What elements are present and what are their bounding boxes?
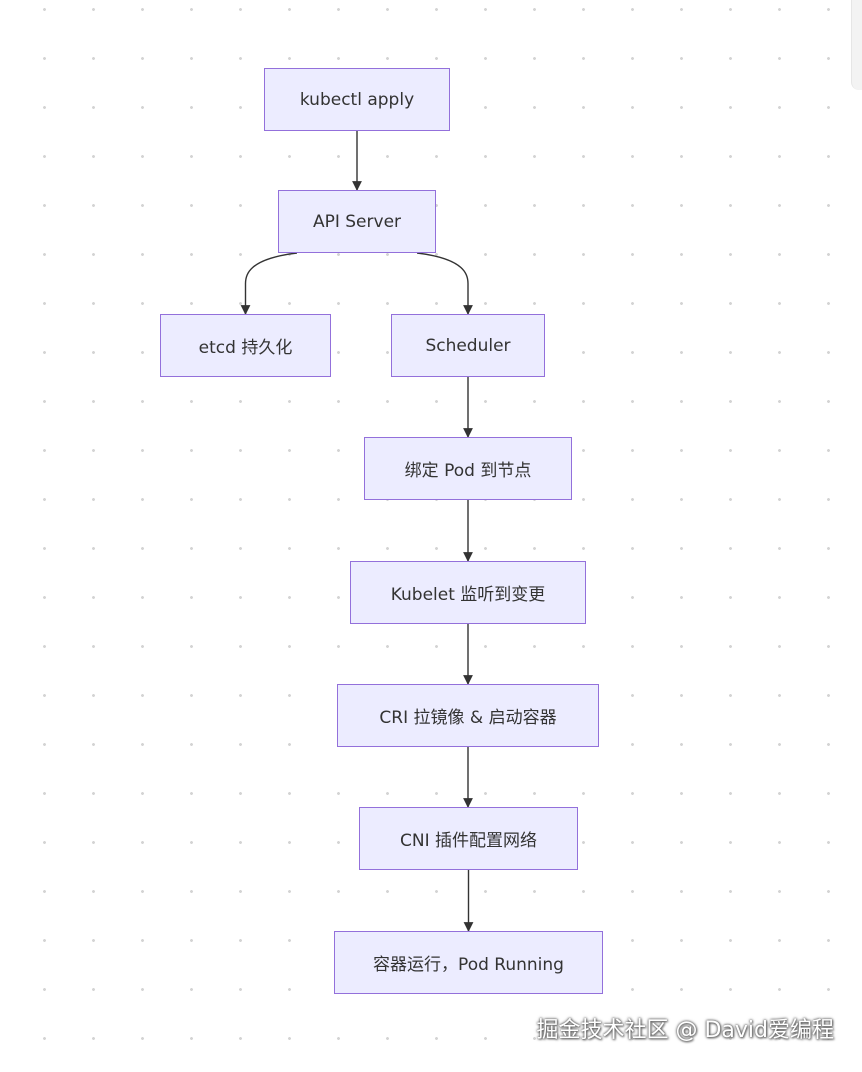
node-kubectl-apply: kubectl apply — [264, 68, 450, 131]
node-scheduler: Scheduler — [391, 314, 545, 377]
node-bind-pod: 绑定 Pod 到节点 — [364, 437, 572, 500]
node-label: Kubelet 监听到变更 — [390, 585, 546, 605]
node-label: API Server — [312, 211, 402, 232]
node-label: CRI 拉镜像 & 启动容器 — [379, 708, 557, 728]
node-pod-running: 容器运行，Pod Running — [334, 931, 603, 994]
node-cri: CRI 拉镜像 & 启动容器 — [337, 684, 599, 747]
node-kubelet: Kubelet 监听到变更 — [350, 561, 586, 624]
watermark: 掘金技术社区 @ David爱编程 — [536, 1018, 834, 1043]
node-label: 绑定 Pod 到节点 — [404, 461, 532, 481]
node-etcd: etcd 持久化 — [160, 314, 331, 377]
node-label: Scheduler — [425, 335, 511, 356]
edge-api-to-scheduler — [416, 252, 473, 315]
node-label: CNI 插件配置网络 — [399, 831, 537, 851]
node-label: 容器运行，Pod Running — [373, 955, 564, 975]
node-cni: CNI 插件配置网络 — [359, 807, 578, 870]
scrollbar-edge — [851, 0, 862, 90]
node-api-server: API Server — [278, 190, 436, 253]
node-label: etcd 持久化 — [198, 338, 293, 358]
edge-api-to-etcd — [240, 252, 298, 315]
node-label: kubectl apply — [299, 89, 415, 110]
